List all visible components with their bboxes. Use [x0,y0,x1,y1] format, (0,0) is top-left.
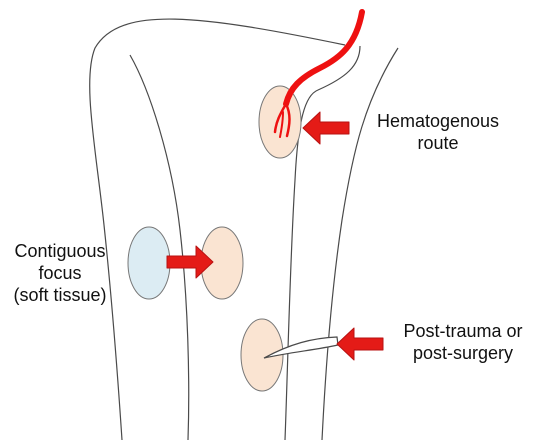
label-line: Contiguous [0,240,120,262]
label-line: post-surgery [389,342,537,364]
post-trauma-label: Post-trauma or post-surgery [389,320,537,364]
label-line: route [358,132,518,154]
trauma-arrow [337,328,383,360]
label-line: (soft tissue) [0,284,120,306]
hematogenous-route-label: Hematogenous route [358,110,518,154]
contiguous-focus-label: Contiguous focus (soft tissue) [0,240,120,306]
label-line: Post-trauma or [389,320,537,342]
hematogenous-arrow [303,112,349,144]
blood-vessel-main [286,12,362,104]
label-line: focus [0,262,120,284]
hematogenous-focus [259,86,301,158]
label-line: Hematogenous [358,110,518,132]
bone-right-outer-contour [322,48,398,440]
soft-tissue-focus [128,227,170,299]
